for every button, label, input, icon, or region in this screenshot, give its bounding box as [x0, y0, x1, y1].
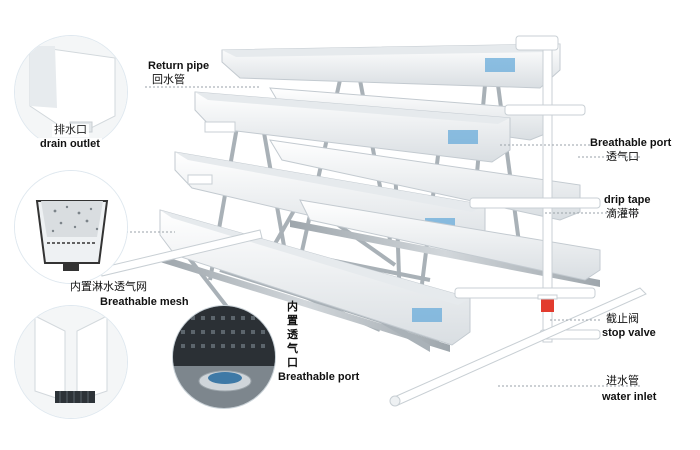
breathable-mesh-detail: [14, 170, 128, 284]
drip-tape-cn-label: 滴灌带: [606, 208, 639, 220]
stop-valve-en-label: stop valve: [602, 327, 656, 339]
vertical-char: 透: [287, 329, 298, 341]
vertical-char: 内: [287, 301, 298, 313]
water-inlet-en-label: water inlet: [602, 391, 657, 403]
drip-tape-en-label: drip tape: [604, 194, 651, 206]
breathable-mesh-cn-label: 内置淋水透气网: [70, 281, 147, 293]
return-pipe-cn-label: 回水管: [152, 74, 185, 86]
return-pipe: [99, 121, 263, 277]
trough-interior-image: [15, 306, 127, 418]
vertical-char: 气: [287, 343, 298, 355]
breathable-port-en-label: Breathable port: [590, 137, 672, 149]
return-pipe-en-label: Return pipe: [148, 60, 210, 72]
supply-pipe: [454, 35, 601, 343]
breathable-mesh-en-label: Breathable mesh: [100, 296, 189, 308]
stop-valve: [537, 294, 558, 312]
trough-tier-1: [221, 43, 561, 89]
drain-outlet-en-label: drain outlet: [38, 138, 102, 151]
breathable-port-cn-vertical: 内 置 透 气 口: [287, 300, 301, 370]
breathable-port-image: [173, 306, 275, 408]
water-inlet-pipe: [389, 287, 647, 407]
vertical-char: 口: [287, 357, 298, 369]
stop-valve-cn-label: 截止阀: [606, 313, 639, 325]
trough-interior-detail: [14, 305, 128, 419]
vertical-char: 置: [287, 315, 298, 327]
water-inlet-cn-label: 进水管: [606, 375, 639, 387]
breathable-port-2-en-label: Breathable port: [278, 371, 360, 383]
trough-tier-2: [194, 91, 511, 163]
mesh-cross-section-image: [15, 171, 127, 283]
breathable-port-detail: [172, 305, 276, 409]
drain-outlet-cn-label: 排水口: [52, 124, 89, 137]
breathable-port-cn-label: 透气口: [606, 151, 639, 163]
